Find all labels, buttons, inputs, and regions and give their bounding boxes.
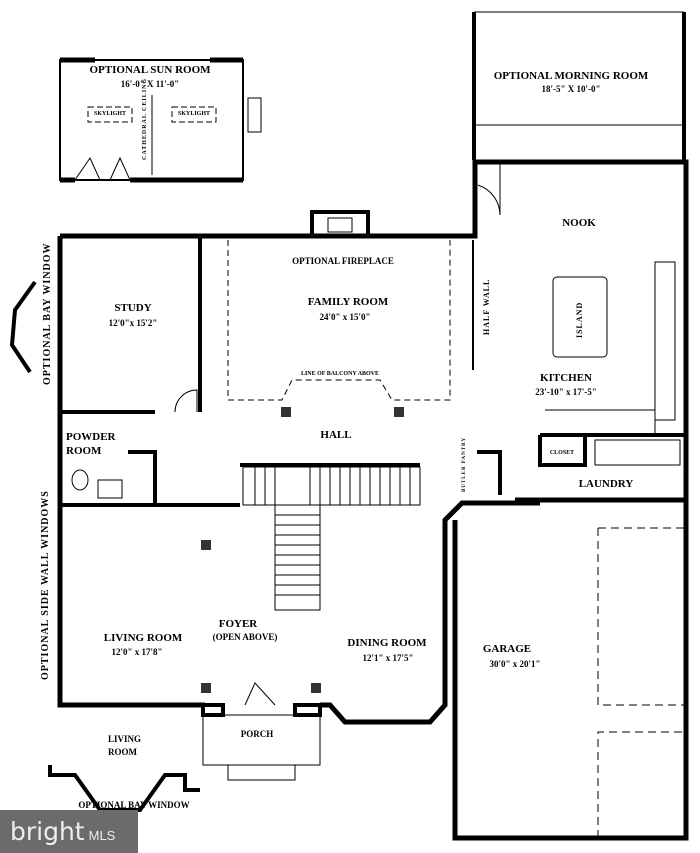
watermark-brand: bright bbox=[10, 817, 85, 846]
study-label: STUDY bbox=[114, 302, 152, 314]
interior-walls bbox=[60, 236, 686, 507]
morning-room-walls bbox=[472, 11, 686, 160]
sun-room-walls bbox=[59, 57, 262, 183]
fireplace-label: OPTIONAL FIREPLACE bbox=[292, 256, 394, 266]
powder-room-label: POWDER ROOM bbox=[66, 431, 116, 457]
hall-label: HALL bbox=[320, 429, 352, 441]
skylight-label: SKYLIGHT bbox=[177, 111, 211, 117]
watermark-suffix: MLS bbox=[88, 828, 116, 843]
morning-room-size: 18'-5" X 10'-0" bbox=[541, 84, 601, 94]
skylight-label: SKYLIGHT bbox=[93, 111, 127, 117]
nook-label: NOOK bbox=[562, 217, 596, 229]
living-bay-window bbox=[48, 765, 200, 812]
foyer-note: (OPEN ABOVE) bbox=[212, 632, 278, 642]
porch-label: PORCH bbox=[240, 729, 274, 739]
bay-window-bottom-label: OPTIONAL BAY WINDOW bbox=[78, 800, 190, 810]
sun-room-size: 16'-0" X 11'-0" bbox=[120, 79, 180, 89]
family-room-size: 24'0" x 15'0" bbox=[319, 312, 371, 322]
garage-label: GARAGE bbox=[482, 643, 532, 655]
dining-room-label: DINING ROOM bbox=[347, 637, 427, 649]
sun-room-label: OPTIONAL SUN ROOM bbox=[89, 64, 211, 76]
living-room-label: LIVING ROOM bbox=[103, 632, 183, 644]
half-wall-label: HALF WALL bbox=[482, 278, 491, 335]
study-bay-window bbox=[9, 280, 37, 374]
fireplace-box bbox=[310, 210, 370, 238]
family-room-label: FAMILY ROOM bbox=[307, 296, 389, 308]
kitchen-size: 23'-10" x 17'-5" bbox=[535, 387, 597, 397]
porch-steps bbox=[227, 764, 296, 781]
side-wall-windows-label: OPTIONAL SIDE WALL WINDOWS bbox=[40, 490, 51, 680]
cathedral-ceiling-label: CATHEDRAL CEILING bbox=[142, 77, 148, 160]
laundry-label: LAUNDRY bbox=[578, 478, 634, 490]
kitchen-label: KITCHEN bbox=[540, 372, 592, 384]
porch bbox=[202, 714, 321, 766]
garage-parking bbox=[597, 527, 684, 838]
bright-mls-watermark: bright MLS bbox=[0, 810, 138, 853]
dining-room-size: 12'1" x 17'5" bbox=[362, 653, 414, 663]
light-fixtures bbox=[201, 407, 404, 693]
kitchen-island bbox=[552, 276, 608, 358]
living-room-size: 12'0" x 17'8" bbox=[111, 647, 163, 657]
bay-window-left-label: OPTIONAL BAY WINDOW bbox=[42, 242, 53, 385]
family-room-outline bbox=[227, 240, 451, 401]
garage-size: 30'0" x 20'1" bbox=[489, 659, 541, 669]
butler-pantry-label: BUTLER PANTRY bbox=[462, 436, 467, 492]
island-label: ISLAND bbox=[575, 301, 584, 338]
closet-label: CLOSET bbox=[549, 450, 575, 456]
morning-room-label: OPTIONAL MORNING ROOM bbox=[493, 70, 649, 82]
balcony-line-label: LINE OF BALCONY ABOVE bbox=[300, 371, 380, 377]
foyer-label: FOYER bbox=[218, 618, 258, 630]
study-size: 12'0"x 15'2" bbox=[108, 318, 158, 328]
staircase bbox=[240, 463, 421, 611]
living-room-bay-label: LIVING ROOM bbox=[108, 734, 142, 757]
